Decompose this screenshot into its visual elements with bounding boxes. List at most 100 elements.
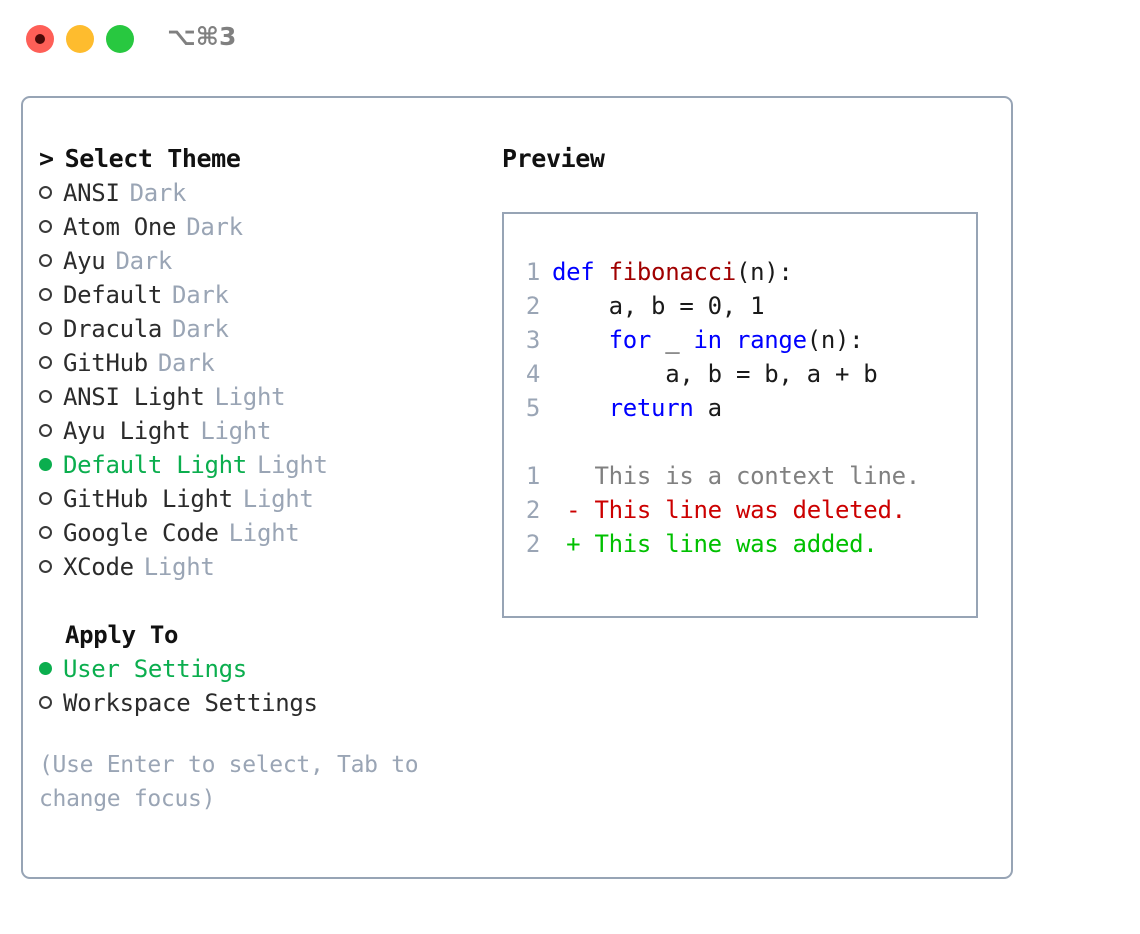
diff-text: This line was deleted. [594, 496, 906, 524]
theme-item-tag: Dark [172, 315, 229, 343]
diff-line-number: 2 [525, 496, 540, 524]
theme-item-label: ANSI [63, 179, 120, 207]
theme-item-tag: Light [256, 451, 328, 479]
diff-marker: + [552, 530, 595, 558]
theme-item-label: GitHub [63, 349, 148, 377]
apply-to-option-label: Workspace Settings [63, 689, 318, 717]
diff-marker: - [552, 496, 595, 524]
preview-title: Preview [502, 144, 605, 173]
apply-to-option[interactable]: Workspace Settings [39, 686, 489, 720]
maximize-button[interactable] [106, 25, 134, 53]
line-number: 4 [525, 360, 540, 388]
theme-item-label: Dracula [63, 315, 163, 343]
theme-item-tag: Light [242, 485, 314, 513]
code-line: 5 return a [514, 391, 920, 425]
diff-line-number: 2 [525, 530, 540, 558]
theme-item-tag: Light [214, 383, 286, 411]
radio-unselected-icon [39, 492, 52, 505]
keyboard-hint-text: (Use Enter to select, Tab to change focu… [39, 752, 419, 812]
radio-unselected-icon [39, 560, 52, 573]
list-spacer [39, 584, 489, 618]
code-token: in [693, 326, 723, 354]
theme-item-label: GitHub Light [63, 485, 233, 513]
theme-item-tag: Dark [157, 349, 215, 377]
line-number: 3 [525, 326, 540, 354]
theme-item-label: Ayu Light [63, 417, 191, 445]
code-token: a, b = b, a + b [552, 360, 878, 388]
radio-unselected-icon [39, 390, 52, 403]
radio-unselected-icon [39, 526, 52, 539]
theme-item-label: Ayu [63, 247, 106, 275]
radio-unselected-icon [39, 356, 52, 369]
code-blank-line [514, 425, 920, 459]
theme-list-item[interactable]: XCode Light [39, 550, 489, 584]
code-token: _ [651, 326, 694, 354]
theme-item-tag: Light [228, 519, 300, 547]
diff-line: 1 This is a context line. [514, 459, 920, 493]
apply-to-option-label: User Settings [63, 655, 247, 683]
theme-item-label: ANSI Light [63, 383, 205, 411]
radio-unselected-icon [39, 254, 52, 267]
window-titlebar: ⌥⌘3 [0, 0, 1140, 80]
theme-item-label: Default [63, 281, 163, 309]
code-token: return [608, 394, 694, 422]
theme-item-label: Google Code [63, 519, 219, 547]
close-icon [35, 34, 45, 44]
theme-item-tag: Dark [115, 247, 173, 275]
code-line: 3 for _ in range(n): [514, 323, 920, 357]
diff-line-number: 1 [525, 462, 540, 490]
radio-unselected-icon [39, 322, 52, 335]
theme-list-item[interactable]: Ayu Light Light [39, 414, 489, 448]
code-token: for [608, 326, 652, 354]
radio-unselected-icon [39, 696, 52, 709]
code-token: a [693, 394, 722, 422]
line-number: 2 [525, 292, 540, 320]
page-title-label: Select Theme [64, 144, 241, 173]
prompt-caret-icon: > [39, 144, 54, 173]
radio-unselected-icon [39, 288, 52, 301]
page-title: > Select Theme [39, 142, 489, 176]
theme-list-item[interactable]: Ayu Dark [39, 244, 489, 278]
code-token: range [735, 326, 807, 354]
theme-item-tag: Light [200, 417, 272, 445]
radio-unselected-icon [39, 220, 52, 233]
radio-unselected-icon [39, 186, 52, 199]
code-line: 2 a, b = 0, 1 [514, 289, 920, 323]
theme-list-item[interactable]: GitHub Light Light [39, 482, 489, 516]
apply-to-heading: Apply To [65, 621, 179, 649]
theme-item-tag: Dark [129, 179, 187, 207]
theme-list-item[interactable]: Dracula Dark [39, 312, 489, 346]
theme-item-tag: Light [143, 553, 215, 581]
code-line: 4 a, b = b, a + b [514, 357, 920, 391]
apply-to-option[interactable]: User Settings [39, 652, 489, 686]
theme-list-item[interactable]: ANSI Dark [39, 176, 489, 210]
titlebar-shortcut-label: ⌥⌘3 [167, 22, 237, 51]
diff-marker [552, 462, 594, 490]
theme-list-item[interactable]: GitHub Dark [39, 346, 489, 380]
theme-item-label: XCode [63, 553, 134, 581]
diff-line: 2 - This line was deleted. [514, 493, 920, 527]
code-token: fibonacci [608, 258, 737, 286]
code-token: (n): [806, 326, 864, 354]
theme-list-item[interactable]: ANSI Light Light [39, 380, 489, 414]
radio-selected-icon [39, 458, 52, 471]
diff-line: 2 + This line was added. [514, 527, 920, 561]
diff-text: This line was added. [594, 530, 878, 558]
radio-unselected-icon [39, 424, 52, 437]
diff-text: This is a context line. [594, 462, 920, 490]
minimize-button[interactable] [66, 25, 94, 53]
code-token [552, 394, 609, 422]
line-number: 1 [525, 258, 540, 286]
theme-list-item[interactable]: Google Code Light [39, 516, 489, 550]
